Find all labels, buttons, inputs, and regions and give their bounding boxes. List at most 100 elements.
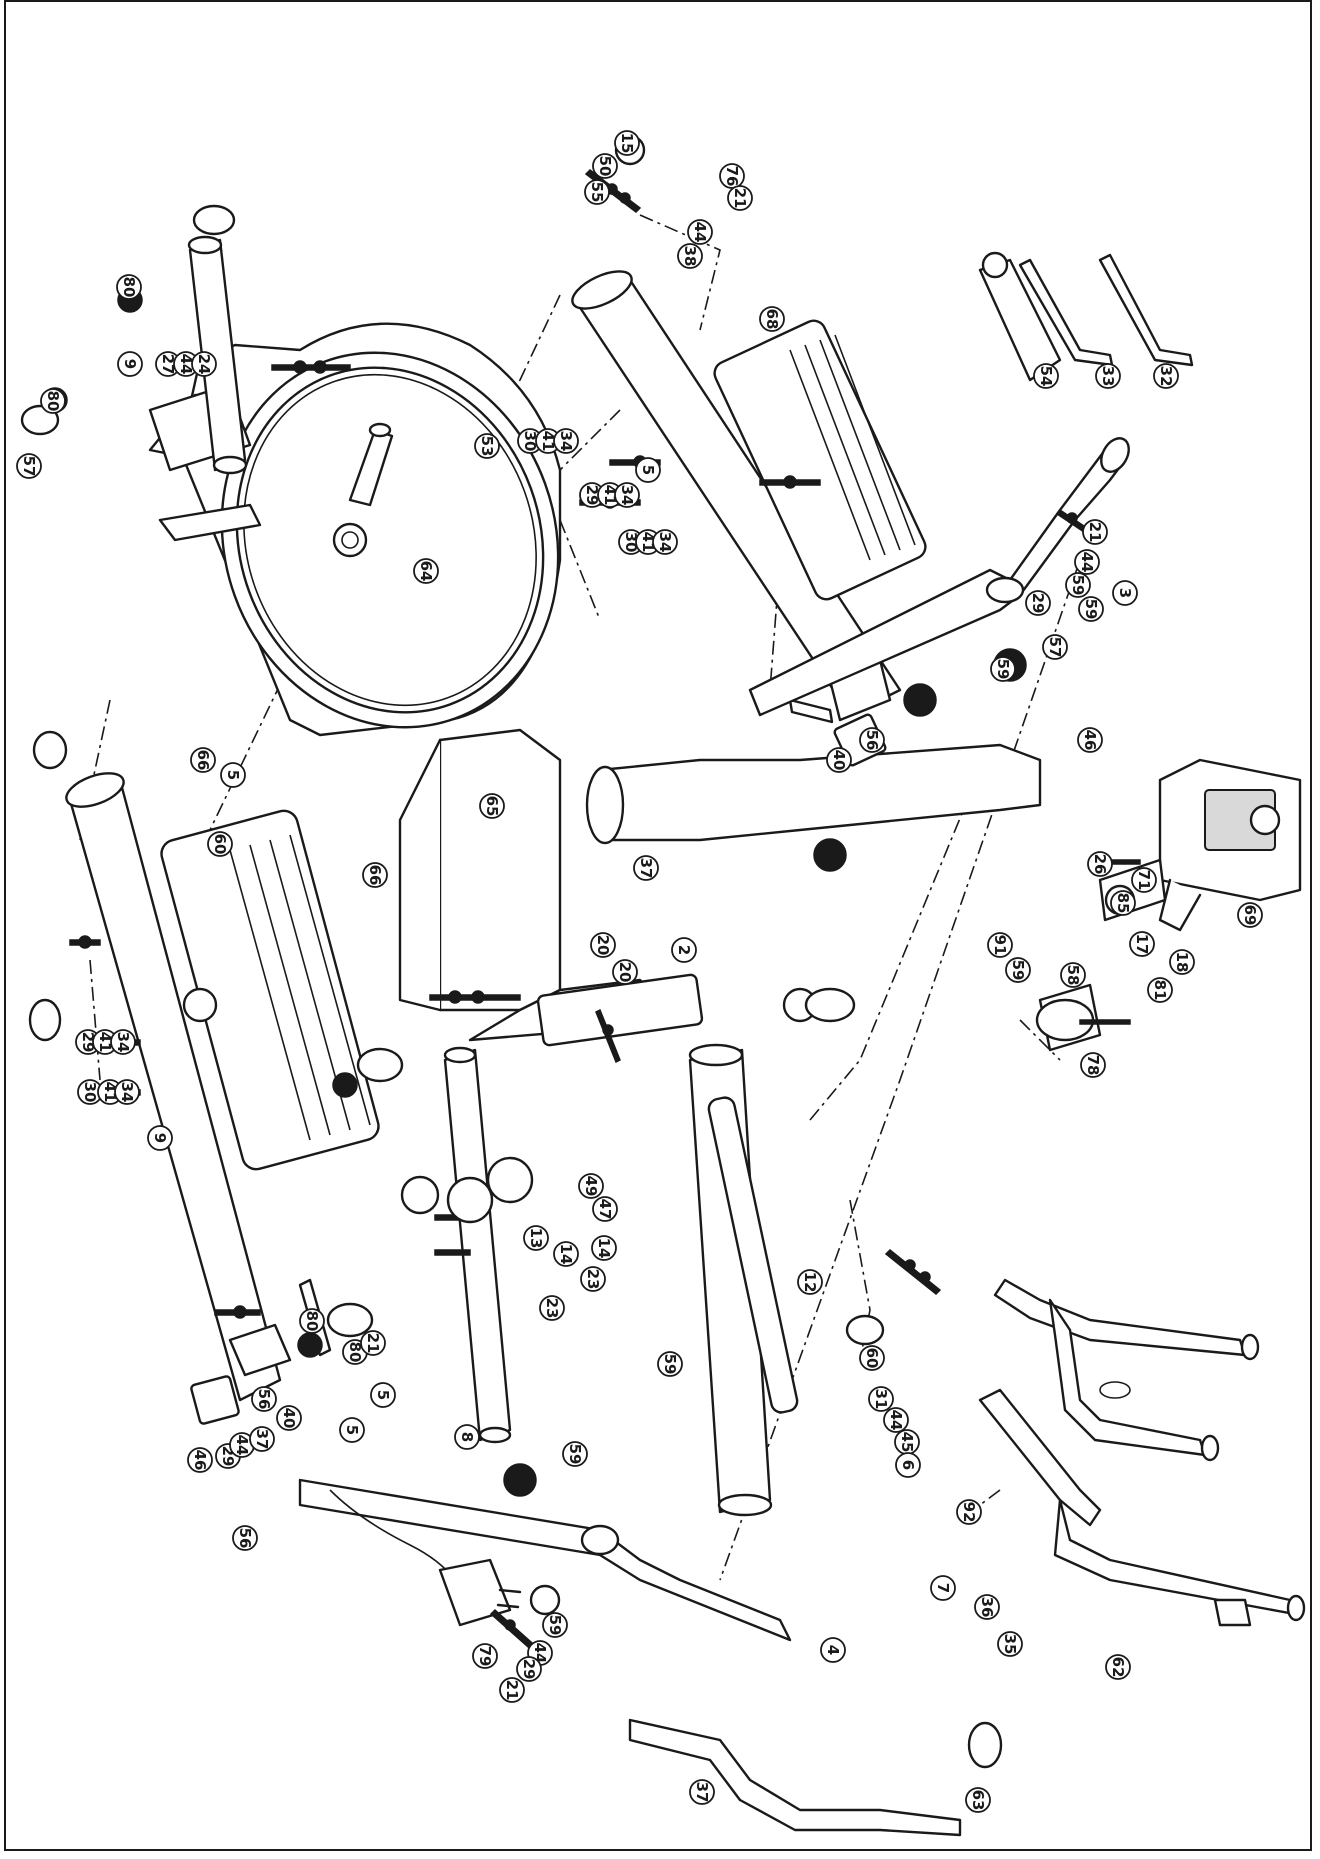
part-callout-81: 81 <box>1147 977 1173 1003</box>
callout-circle <box>797 1269 823 1295</box>
callout-number: 91 <box>991 935 1009 956</box>
callout-number: 37 <box>253 1429 271 1450</box>
part-callout-40: 40 <box>826 747 852 773</box>
callout-number: 56 <box>255 1389 273 1410</box>
callout-number: 7 <box>934 1583 952 1593</box>
part-callout-34: 34 <box>553 428 579 454</box>
callout-circle <box>370 1382 396 1408</box>
callout-circle <box>1060 962 1086 988</box>
part-callout-57: 57 <box>16 453 42 479</box>
callout-number: 58 <box>1064 965 1082 986</box>
upper-crossbars <box>148 235 512 1444</box>
callout-number: 57 <box>1046 637 1064 658</box>
callout-circle <box>687 219 713 245</box>
callout-circle <box>614 130 640 156</box>
part-callout-59: 59 <box>1065 572 1091 598</box>
callout-circle <box>592 1196 618 1222</box>
part-callout-59: 59 <box>562 1441 588 1467</box>
part-callout-49: 49 <box>578 1173 604 1199</box>
callout-number: 40 <box>830 750 848 771</box>
callout-number: 27 <box>159 354 177 375</box>
callout-circle <box>1095 363 1121 389</box>
part-callout-68: 68 <box>759 306 785 332</box>
part-callout-34: 34 <box>114 1079 140 1105</box>
callout-circle <box>539 1295 565 1321</box>
callout-number: 49 <box>582 1176 600 1197</box>
callout-number: 3 <box>1116 588 1134 598</box>
left-pedal-arm <box>65 772 380 1425</box>
callout-number: 15 <box>618 133 636 154</box>
callout-number: 38 <box>681 246 699 267</box>
part-callout-12: 12 <box>797 1269 823 1295</box>
callout-circle <box>859 727 885 753</box>
callout-circle <box>614 482 640 508</box>
part-callout-78: 78 <box>1080 1052 1106 1078</box>
callout-number: 41 <box>539 431 557 452</box>
part-callout-6: 6 <box>895 1452 921 1478</box>
callout-number: 62 <box>1109 1657 1127 1678</box>
part-callout-44: 44 <box>173 351 199 377</box>
part-callout-56: 56 <box>232 1525 258 1551</box>
callout-circle <box>472 1643 498 1669</box>
callout-number: 44 <box>1078 552 1096 573</box>
callout-circle <box>657 1351 683 1377</box>
callout-number: 41 <box>601 485 619 506</box>
callout-number: 34 <box>118 1082 136 1103</box>
callout-number: 30 <box>622 532 640 553</box>
callout-number: 4 <box>824 1645 842 1655</box>
callout-circle <box>479 793 505 819</box>
part-callout-58: 58 <box>1060 962 1086 988</box>
callout-circle <box>689 1779 715 1805</box>
part-callout-29: 29 <box>516 1656 542 1682</box>
part-callout-66: 66 <box>190 747 216 773</box>
callout-circle <box>1074 549 1100 575</box>
callout-number: 30 <box>521 431 539 452</box>
part-callout-37: 37 <box>249 1426 275 1452</box>
handlebars <box>298 437 1306 1837</box>
callout-circle <box>1025 590 1051 616</box>
callout-circle <box>652 529 678 555</box>
callout-number: 66 <box>194 750 212 771</box>
callout-circle <box>413 558 439 584</box>
part-callout-18: 18 <box>1169 949 1195 975</box>
callout-circle <box>114 1079 140 1105</box>
callout-number: 21 <box>1086 522 1104 543</box>
callout-number: 59 <box>546 1615 564 1636</box>
callout-circle <box>930 1575 956 1601</box>
part-callout-23: 23 <box>539 1295 565 1321</box>
callout-circle <box>1129 931 1155 957</box>
callout-circle <box>591 1235 617 1261</box>
callout-number: 18 <box>1173 952 1191 973</box>
callout-circle <box>820 1637 846 1663</box>
callout-circle <box>116 274 142 300</box>
part-callout-21: 21 <box>1082 519 1108 545</box>
callout-number: 80 <box>303 1311 321 1332</box>
callout-number: 56 <box>863 730 881 751</box>
callout-circle <box>542 1612 568 1638</box>
callout-circle <box>1169 949 1195 975</box>
callout-circle <box>1147 977 1173 1003</box>
callout-number: 21 <box>731 188 749 209</box>
part-callout-14: 14 <box>553 1241 579 1267</box>
callout-number: 34 <box>618 485 636 506</box>
callout-number: 65 <box>483 796 501 817</box>
part-callout-41: 41 <box>535 428 561 454</box>
callout-number: 57 <box>20 456 38 477</box>
part-callout-85: 85 <box>1110 890 1136 916</box>
callout-circle <box>474 433 500 459</box>
callout-number: 23 <box>584 1269 602 1290</box>
callout-number: 59 <box>1082 599 1100 620</box>
callout-circle <box>523 1225 549 1251</box>
callout-number: 47 <box>596 1199 614 1220</box>
part-callout-26: 26 <box>1087 851 1113 877</box>
callout-number: 21 <box>364 1333 382 1354</box>
callout-number: 35 <box>1001 1634 1019 1655</box>
callout-circle <box>1077 727 1103 753</box>
part-callout-20: 20 <box>612 959 638 985</box>
callout-circle <box>110 1029 136 1055</box>
callout-circle <box>1110 890 1136 916</box>
part-callout-80: 80 <box>40 388 66 414</box>
callout-circle <box>1131 867 1157 893</box>
callout-circle <box>895 1452 921 1478</box>
callout-number: 56 <box>236 1528 254 1549</box>
